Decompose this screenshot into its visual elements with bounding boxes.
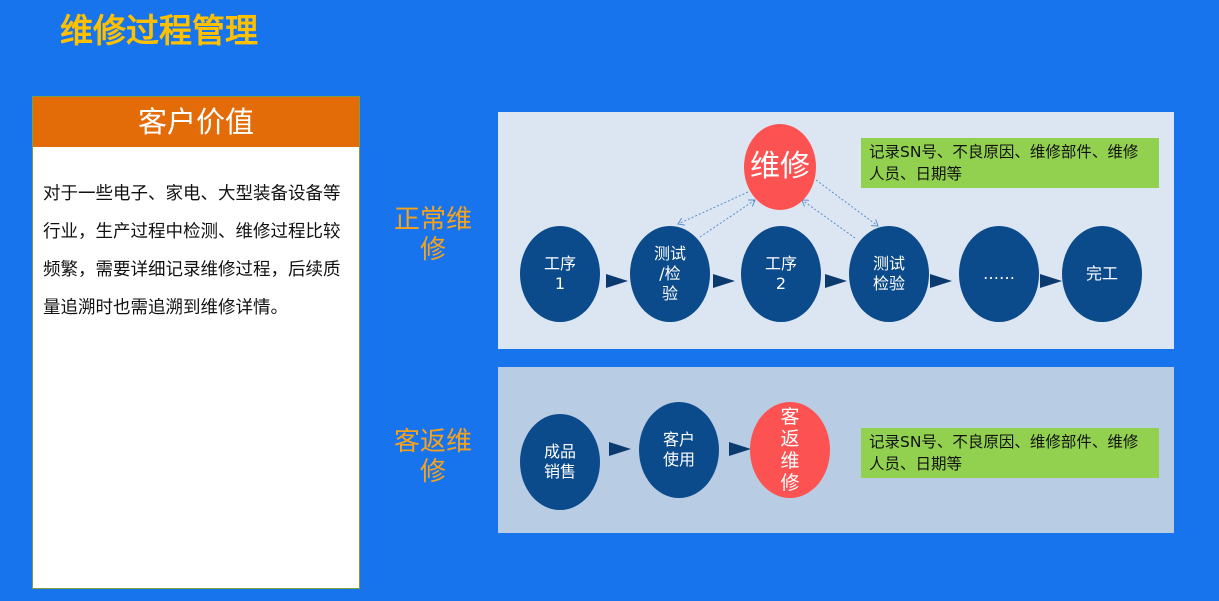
arrow-icon — [609, 442, 631, 456]
arrow-icon — [825, 274, 847, 288]
step-node: 测试 /检 验 — [630, 226, 710, 322]
arrow-icon — [729, 442, 751, 456]
card-heading: 客户价值 — [33, 97, 359, 147]
step-node: 工序 1 — [520, 226, 600, 322]
step-node: 测试 检验 — [849, 226, 929, 322]
normal-note: 记录SN号、不良原因、维修部件、维修人员、日期等 — [861, 138, 1159, 188]
step-node: 完工 — [1062, 226, 1142, 322]
normal-repair-label: 正常维修 — [393, 205, 472, 265]
step-node: 工序 2 — [741, 226, 821, 322]
customer-value-card: 客户价值 对于一些电子、家电、大型装备设备等行业，生产过程中检测、维修过程比较频… — [32, 96, 360, 589]
arrow-icon — [930, 274, 952, 288]
arrow-icon — [606, 274, 628, 288]
step-node: 客户 使用 — [639, 402, 719, 498]
return-repair-label: 客返维修 — [393, 427, 472, 487]
arrow-icon — [1040, 274, 1062, 288]
repair-flow-arrows — [498, 179, 1174, 239]
step-node: …… — [959, 226, 1039, 322]
return-note: 记录SN号、不良原因、维修部件、维修人员、日期等 — [861, 428, 1159, 478]
card-body: 对于一些电子、家电、大型装备设备等行业，生产过程中检测、维修过程比较频繁，需要详… — [43, 184, 341, 318]
page-title: 维修过程管理 — [60, 11, 258, 50]
return-repair-node: 客 返 维 修 — [750, 402, 830, 498]
step-node: 成品 销售 — [520, 414, 600, 510]
arrow-icon — [713, 274, 735, 288]
repair-node: 维修 — [744, 124, 816, 210]
